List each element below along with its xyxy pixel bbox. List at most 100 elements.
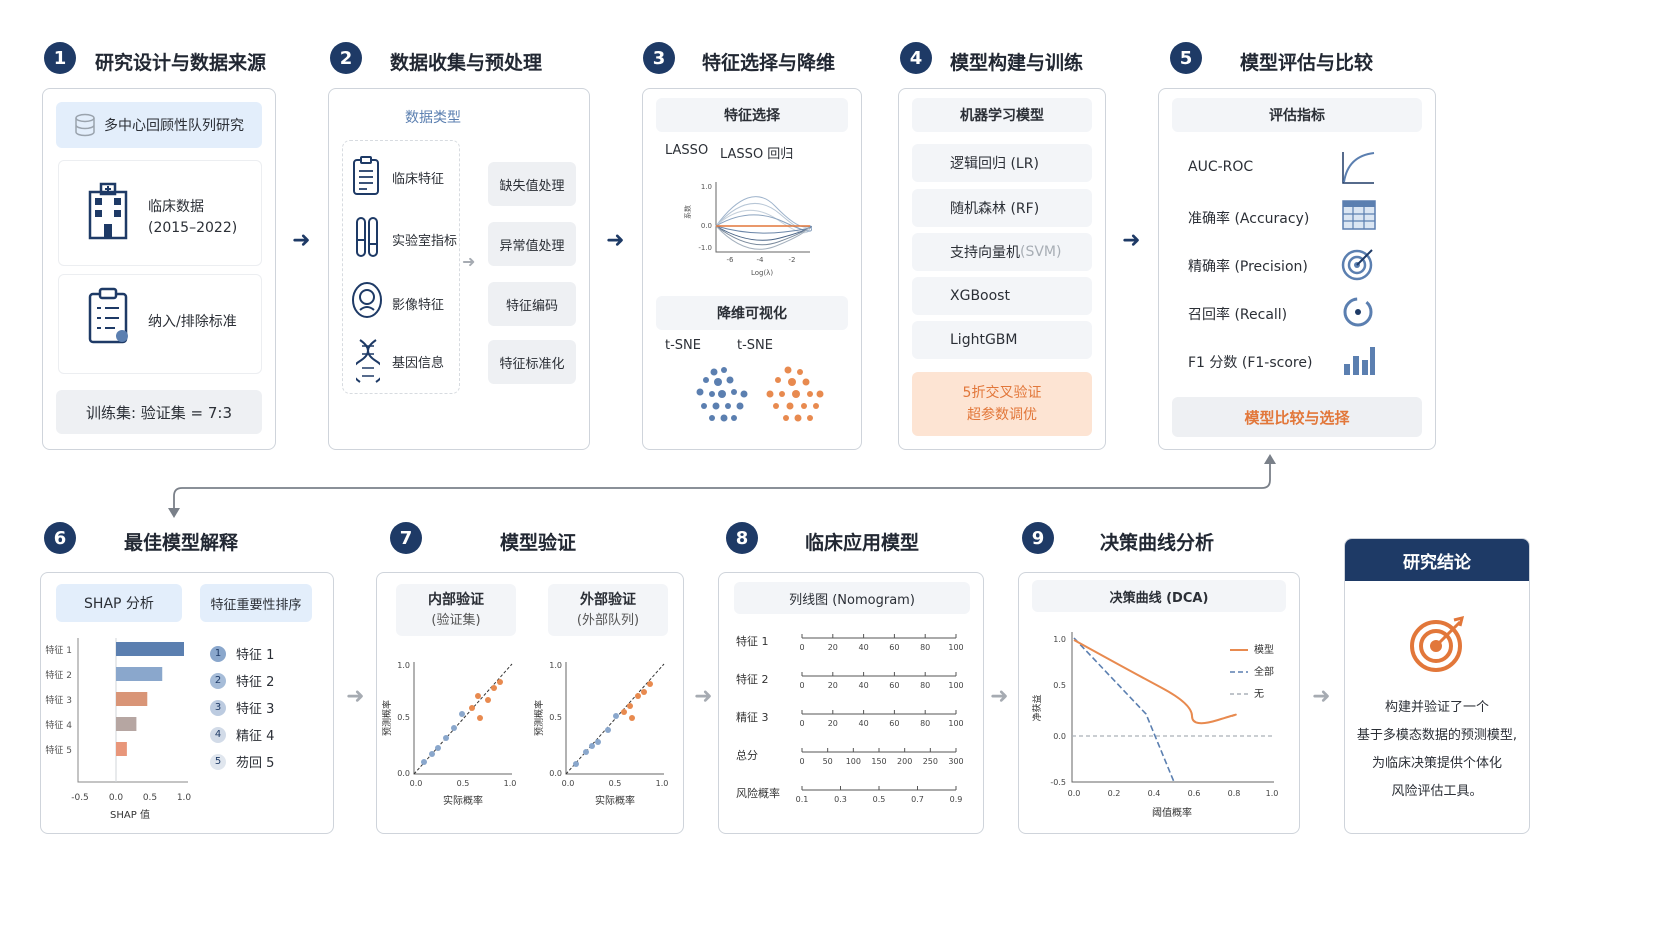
- dca-ytick-3: 0.0: [1053, 732, 1066, 741]
- arrow-8-9: ➜: [990, 684, 1009, 709]
- int-ytick-1: 1.0: [397, 661, 410, 670]
- shap-tab: SHAP 分析: [56, 584, 182, 622]
- split-ratio: 训练集: 验证集 = 7:3: [56, 390, 262, 434]
- rank-label-3: 特征 3: [236, 702, 275, 717]
- lasso-xtick-1: -6: [727, 256, 735, 264]
- shap-bar-4: [116, 717, 137, 731]
- lasso-label: LASSO 回归: [720, 147, 794, 162]
- step-7-title: 模型验证: [500, 532, 577, 554]
- tsne-cluster-orange: [766, 366, 824, 422]
- recall-cycle-icon: [1343, 297, 1373, 327]
- proc-standardize: 特征标准化: [488, 340, 576, 384]
- lasso-paths: [715, 196, 812, 250]
- legend-model: 模型: [1254, 643, 1274, 656]
- type-lab: 实验室指标: [392, 234, 458, 249]
- nomogram-tick-label-1-3: 40: [859, 643, 869, 652]
- dca-ytick-4: -0.5: [1050, 778, 1066, 787]
- shap-feature-label-2: 特征 2: [45, 669, 72, 681]
- internal-title: 内部验证: [428, 591, 484, 608]
- proc-outlier: 异常值处理: [488, 222, 576, 266]
- dna-icon: [356, 339, 380, 383]
- rank-number-2: 2: [210, 672, 226, 689]
- nomogram-tick-label-5-3: 0.5: [873, 795, 886, 804]
- nomogram-tick-label-3-3: 40: [859, 719, 869, 728]
- data-types-group: [342, 140, 460, 394]
- arrow-2-3: ➜: [606, 228, 625, 253]
- step-6-badge: 6: [44, 522, 76, 554]
- dca-header: 决策曲线 (DCA): [1032, 580, 1286, 612]
- int-xtick-1: 0.0: [410, 779, 423, 788]
- lasso-ytick-3: -1.0: [698, 244, 712, 252]
- proc-missing: 缺失值处理: [488, 162, 576, 206]
- step-4-badge: 4: [900, 42, 932, 74]
- ext-ytick-1: 1.0: [549, 661, 562, 670]
- nomogram-row-label-1: 特征 1: [736, 634, 769, 648]
- tsne-cluster-blue: [696, 367, 748, 422]
- dca-all-line: [1073, 637, 1175, 783]
- clipboard-icon: [88, 287, 128, 344]
- legend-all: 全部: [1254, 665, 1274, 678]
- step-3-badge: 3: [643, 42, 675, 74]
- bar-chart-icon: [1344, 347, 1375, 375]
- shap-bar-2: [116, 667, 163, 681]
- model-lr: 逻辑回归 (LR): [912, 144, 1092, 182]
- ext-xlabel: 实际概率: [595, 794, 635, 807]
- rank-number-5: 5: [210, 753, 226, 770]
- shap-xtick-2: 0.0: [109, 793, 124, 803]
- ext-xtick-1: 0.0: [562, 779, 575, 788]
- ext-xtick-3: 1.0: [656, 779, 669, 788]
- dca-chart: 1.0 0.5 0.0 -0.5 0.0 0.2 0.4 0.6 0.8 1.0…: [1031, 632, 1278, 819]
- database-icon: [75, 113, 95, 137]
- int-ytick-3: 0.0: [397, 769, 410, 778]
- model-svm-abbr: (SVM): [1020, 244, 1062, 260]
- type-clinical: 临床特征: [392, 172, 445, 187]
- lasso-xtick-3: -2: [789, 256, 796, 264]
- step-2-title: 数据收集与预处理: [390, 52, 543, 74]
- rank-number-3: 3: [210, 699, 226, 716]
- test-tube-icon: [356, 217, 378, 257]
- nomogram-tick-label-1-4: 60: [889, 643, 899, 652]
- panel-feature-selection: [642, 88, 862, 450]
- cv-tuning-box: 5折交叉验证 超参数调优: [912, 372, 1092, 436]
- roc-curve-icon: [1342, 152, 1375, 184]
- clinical-data-years: (2015–2022): [148, 220, 238, 236]
- arrow-9-conclusion: ➜: [1312, 684, 1331, 709]
- rank-item-3: 3 特征 3: [210, 694, 274, 721]
- metric-f1: F1 分数 (F1-score): [1188, 355, 1313, 371]
- shap-feature-label-4: 特征 4: [45, 719, 72, 731]
- shap-xtick-3: 0.5: [143, 793, 157, 803]
- step-5-badge: 5: [1170, 42, 1202, 74]
- step-6-title: 最佳模型解释: [124, 532, 239, 554]
- nomogram-tick-label-1-6: 100: [948, 643, 963, 652]
- nomogram-tick-label-3-4: 60: [889, 719, 899, 728]
- rank-label-2: 特征 2: [236, 675, 275, 690]
- nomogram-tick-label-2-1: 0: [799, 681, 804, 690]
- nomogram-tick-label-3-6: 100: [948, 719, 963, 728]
- cohort-label: 多中心回顾性队列研究: [104, 118, 244, 134]
- arrow-6-7: ➜: [346, 684, 365, 709]
- nomogram-tick-label-4-6: 250: [923, 757, 938, 766]
- clinical-data-card: [58, 160, 262, 266]
- nomogram-row-label-3: 精征 3: [736, 711, 769, 724]
- nomogram-tick-label-4-7: 300: [948, 757, 963, 766]
- arrow-types-processing: ➜: [462, 252, 476, 271]
- int-xtick-2: 0.5: [457, 779, 470, 788]
- nomogram-row-label-2: 特征 2: [736, 672, 769, 686]
- importance-tab: 特征重要性排序: [200, 584, 312, 622]
- lasso-ylabel: 系数: [683, 205, 692, 219]
- model-svm: 支持向量机 (SVM): [912, 233, 1092, 271]
- nomogram-tick-label-4-1: 0: [799, 757, 804, 766]
- dca-xlabel: 阈值概率: [1152, 806, 1192, 819]
- cohort-box: 多中心回顾性队列研究: [56, 102, 262, 148]
- rank-label-1: 特征 1: [236, 648, 275, 663]
- ext-ytick-2: 0.5: [549, 713, 562, 722]
- legend-none: 无: [1254, 689, 1264, 700]
- conclusion-title: 研究结论: [1345, 539, 1529, 581]
- step-8-badge: 8: [726, 522, 758, 554]
- ext-ylabel: 预测概率: [533, 700, 545, 736]
- rank-number-4: 4: [210, 726, 226, 743]
- step-8-title: 临床应用模型: [805, 532, 920, 554]
